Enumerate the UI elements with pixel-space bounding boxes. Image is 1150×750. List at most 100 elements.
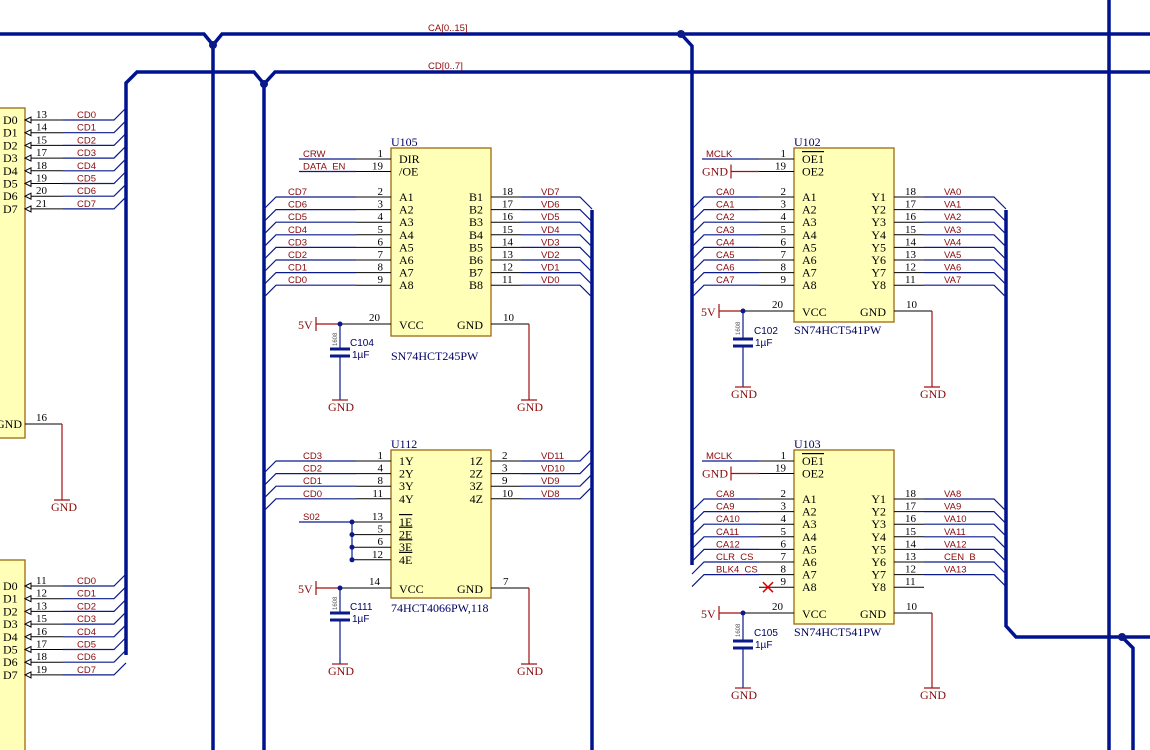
u112-y-net-wire (263, 473, 356, 487)
u112-z-pin-num: 3 (502, 463, 508, 475)
u112-e-pin-num: 13 (372, 511, 384, 523)
u105-refdes: U105 (391, 135, 418, 149)
u103-b-net-label: VA9 (944, 502, 961, 513)
left-top-pin-num: 13 (36, 109, 48, 121)
u102-a-net-wire (691, 209, 759, 223)
u102-ctrl-pin-num: 19 (775, 161, 787, 173)
u105-chip: U105 SN74HCT245PW DIR1CRW/OE19DATA_ENA12… (263, 135, 593, 414)
u112-y-net-label: CD3 (303, 451, 322, 462)
left-bottom-pin-num: 17 (36, 639, 48, 651)
u105-a-pin-label: A7 (399, 266, 414, 280)
u105-b-net-label: VD5 (541, 212, 559, 223)
u105-a-net-label: CD4 (288, 225, 307, 236)
left-bottom-net-wire (63, 598, 127, 612)
left-bottom-net-label: CD4 (77, 627, 96, 638)
u103-a-pin-num: 4 (781, 513, 787, 525)
u103-vcc-num: 20 (772, 601, 784, 613)
u102-b-net-label: VA3 (944, 225, 961, 236)
u112-refdes: U112 (391, 437, 417, 451)
u102-a-net-label: CA4 (716, 237, 734, 248)
left-top-gnd-label: GND (51, 500, 77, 514)
u102-gnd-num: 10 (906, 299, 918, 311)
u105-a-net-wire (263, 209, 356, 223)
u105-b-pin-num: 13 (502, 249, 514, 261)
u103-a-pin-num: 7 (781, 551, 787, 563)
junction-dot (1118, 633, 1126, 641)
u112-y-pin-num: 11 (372, 488, 383, 500)
left-top-net-label: CD4 (77, 161, 96, 172)
u112-y-pin-num: 4 (378, 463, 384, 475)
u105-a-pin-num: 8 (378, 262, 384, 274)
u103-a-net-label: CA10 (716, 514, 740, 525)
u103-b-net-wire (924, 523, 1007, 537)
u105-ctrl-pin-num: 19 (372, 161, 384, 173)
u112-e-pin-num: 5 (378, 524, 384, 536)
u105-b-net-label: VD2 (541, 250, 559, 261)
left-bottom-pin-num: 11 (36, 575, 47, 587)
u103-b-net-label: VA8 (944, 489, 961, 500)
u112-cap-ref: C111 (350, 602, 373, 613)
u102-part: SN74HCT541PW (794, 323, 882, 337)
left-bottom-pin-num: 12 (36, 588, 47, 600)
u112-z-pin-label: 2Z (470, 467, 483, 481)
u103-b-pin-num: 16 (905, 513, 917, 525)
u102-b-pin-label: Y3 (871, 215, 886, 229)
u102-b-net-wire (924, 234, 1007, 248)
ca-bus-main (0, 32, 1150, 48)
left-top-gnd-pin: GND (0, 417, 22, 431)
left-bottom-pin-num: 19 (36, 664, 48, 676)
pin-arrow-icon (23, 205, 32, 213)
u112-y-net-wire (263, 460, 356, 474)
u105-b-net-label: VD7 (541, 187, 559, 198)
left-bottom-net-label: CD0 (77, 576, 96, 587)
left-top-net-wire (63, 183, 127, 197)
u105-a-net-label: CD7 (288, 187, 307, 198)
u105-a-pin-num: 2 (378, 186, 384, 198)
u105-5v-label: 5V (298, 318, 313, 332)
u105-b-net-label: VD4 (541, 225, 559, 236)
u102-b-net-label: VA7 (944, 275, 961, 286)
u105-a-net-label: CD1 (288, 263, 307, 274)
u105-a-pin-label: A6 (399, 253, 414, 267)
left-top-net-wire (63, 107, 127, 121)
u102-a-pin-num: 4 (781, 211, 787, 223)
pin-arrow-icon (23, 116, 32, 124)
pin-arrow-icon (23, 632, 32, 641)
left-top-net-label: CD6 (77, 186, 96, 197)
u103-a-net-wire (691, 536, 759, 550)
u103-b-pin-num: 18 (905, 488, 917, 500)
u105-b-pin-label: B2 (469, 203, 483, 217)
left-top-net-label: CD2 (77, 135, 96, 146)
left-bottom-net-label: CD2 (77, 601, 96, 612)
u112-y-pin-label: 2Y (399, 467, 414, 481)
va-bus (1004, 210, 1150, 639)
u102-ctrl-pin-num: 1 (781, 148, 787, 160)
u102-a-net-label: CA7 (716, 275, 734, 286)
u102-b-pin-label: Y6 (871, 253, 886, 267)
u112-y-net-label: CD0 (303, 489, 322, 500)
u102-a-net-label: CA3 (716, 225, 734, 236)
u112-z-net-wire (521, 448, 593, 462)
u103-a-pin-label: A8 (802, 580, 817, 594)
junction-dot (677, 30, 685, 38)
pin-arrow-icon (23, 154, 32, 162)
u103-a-pin-label: A5 (802, 542, 817, 556)
u103-a-pin-num: 2 (781, 488, 787, 500)
left-top-net-wire (63, 171, 127, 185)
left-bottom-pin-label: D6 (3, 655, 18, 669)
u103-b-net-wire (924, 548, 1007, 562)
u102-b-net-wire (924, 259, 1007, 273)
u105-a-pin-label: A5 (399, 240, 414, 254)
u103-a-pin-label: A3 (802, 517, 817, 531)
u103-a-net-wire (691, 511, 759, 525)
u103-gnd-wire (924, 613, 940, 689)
left-bottom-pin-label: D4 (3, 630, 18, 644)
u102-a-pin-num: 3 (781, 199, 787, 211)
u102-a-net-label: CA0 (716, 187, 734, 198)
u112-y-pin-label: 1Y (399, 454, 414, 468)
u105-a-net-wire (263, 284, 356, 298)
u105-cap-value: 1µF (352, 350, 369, 361)
u105-b-net-wire (521, 196, 593, 210)
left-bottom-pin-label: D1 (3, 592, 18, 606)
